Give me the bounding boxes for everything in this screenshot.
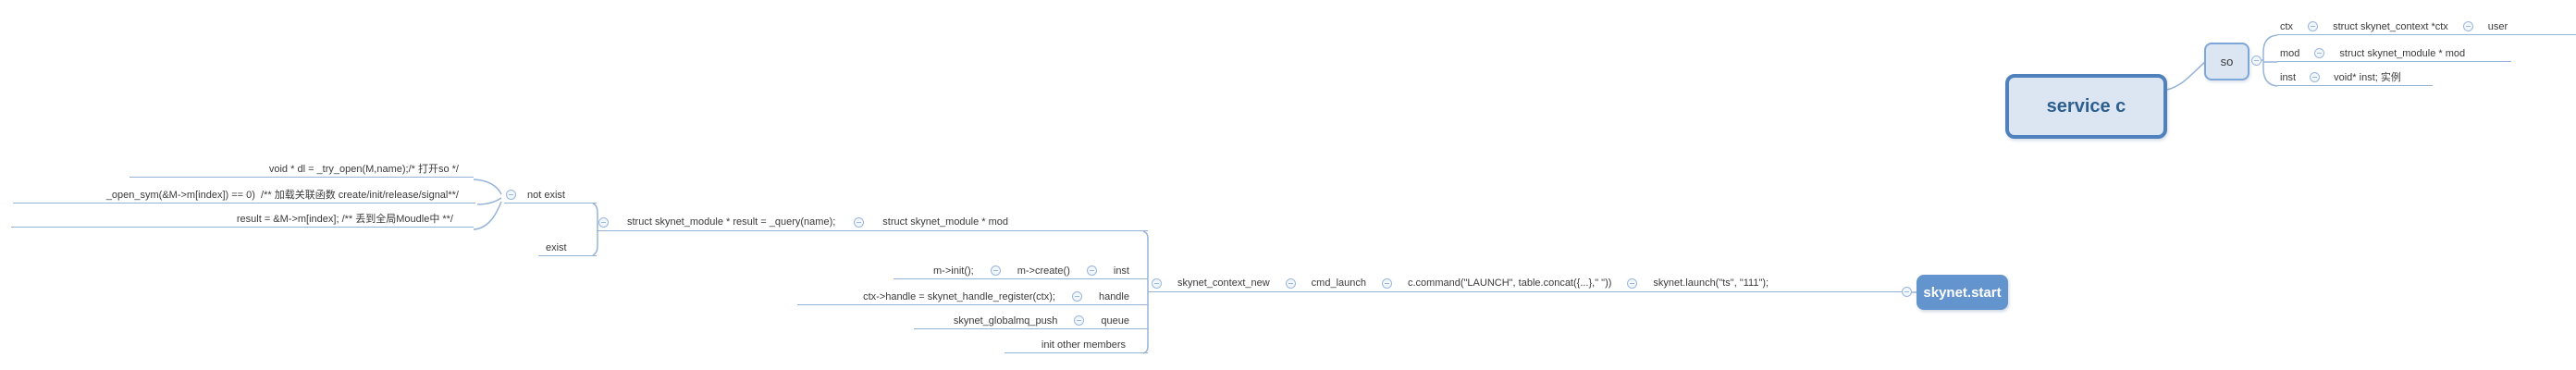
topic-row-queue: skynet_globalmq_push queue	[914, 313, 1148, 329]
topic-row-launch-chain: skynet_context_new cmd_launch c.command("L…	[1148, 275, 1903, 292]
collapse-minus-icon[interactable]	[2314, 48, 2325, 58]
topic-label[interactable]: exist	[546, 241, 567, 253]
topic-label[interactable]: m->init();	[933, 265, 974, 277]
topic-row-mod: mod struct skynet_module * mod	[2277, 45, 2511, 62]
collapse-minus-icon[interactable]	[1902, 287, 1912, 297]
topic-row-try-open: void * dl = _try_open(M,name);/* 打开so */	[129, 161, 474, 178]
topic-label[interactable]: m->create()	[1017, 265, 1070, 277]
topic-row-exist: exist	[538, 240, 597, 256]
topic-label[interactable]: init other members	[1041, 339, 1126, 351]
collapse-minus-icon[interactable]	[2308, 21, 2319, 31]
topic-so[interactable]: so	[2204, 43, 2249, 80]
topic-label[interactable]: void * dl = _try_open(M,name);/* 打开so */	[268, 163, 459, 175]
topic-label[interactable]: not exist	[527, 189, 565, 201]
topic-row-init-create-inst: m->init(); m->create() inst	[894, 263, 1148, 279]
topic-label[interactable]: cmd_launch	[1311, 278, 1366, 289]
collapse-minus-icon[interactable]	[990, 265, 1001, 276]
topic-label[interactable]: queue	[1101, 314, 1129, 327]
collapse-minus-icon[interactable]	[854, 216, 865, 228]
topic-label[interactable]: struct skynet_context *ctx	[2333, 20, 2448, 32]
topic-row-result: result = &M->m[index]; /** 丢到全局Moudle中 *…	[11, 211, 474, 228]
collapse-minus-icon[interactable]	[2462, 21, 2473, 31]
connector-service-to-so	[2166, 61, 2206, 91]
topic-label[interactable]: void* inst; 实例	[2334, 71, 2401, 83]
topic-row-init-other-members: init other members	[1005, 337, 1148, 353]
topic-label[interactable]: inst	[1113, 265, 1129, 277]
topic-row-ctx: ctx struct skynet_context *ctx user	[2277, 18, 2576, 35]
root-topic-skynet-start[interactable]: skynet.start	[1917, 275, 2008, 310]
collapse-minus-icon[interactable]	[506, 190, 516, 200]
collapse-minus-icon[interactable]	[2310, 72, 2321, 82]
collapse-minus-icon[interactable]	[1285, 278, 1296, 289]
topic-row-inst: inst void* inst; 实例	[2277, 69, 2433, 86]
topic-label[interactable]: handle	[1098, 290, 1129, 302]
topic-label[interactable]: skynet_context_new	[1177, 278, 1270, 289]
root-topic-service-c[interactable]: service c	[2005, 74, 2167, 139]
connector-notexist-brace-mid	[476, 197, 502, 205]
collapse-minus-icon[interactable]	[1382, 278, 1392, 289]
connector-notexist-brace-top	[473, 179, 502, 195]
collapse-minus-icon[interactable]	[1627, 278, 1638, 289]
topic-label[interactable]: struct skynet_module * result = _query(n…	[627, 216, 836, 228]
topic-label[interactable]: user	[2487, 20, 2508, 32]
collapse-minus-icon[interactable]	[2251, 56, 2262, 66]
connector-so-brace	[2262, 34, 2278, 87]
topic-label[interactable]: skynet_globalmq_push	[953, 314, 1058, 327]
collapse-minus-icon[interactable]	[1071, 291, 1082, 302]
topic-row-not-exist: not exist	[504, 187, 597, 204]
topic-row-open-sym: _open_sym(&M->m[index]) == 0) /** 加载关联函数…	[13, 187, 475, 204]
collapse-minus-icon[interactable]	[1086, 265, 1097, 276]
topic-label[interactable]: mod	[2280, 47, 2300, 59]
topic-label[interactable]: struct skynet_module * mod	[882, 216, 1009, 228]
topic-label[interactable]: ctx	[2280, 20, 2294, 32]
collapse-minus-icon[interactable]	[1074, 315, 1085, 326]
topic-label[interactable]: skynet.launch("ts", "111");	[1653, 278, 1769, 289]
topic-label[interactable]: c.command("LAUNCH", table.concat({...},"…	[1408, 278, 1612, 289]
collapse-minus-icon[interactable]	[598, 216, 609, 228]
topic-row-handle: ctx->handle = skynet_handle_register(ctx…	[797, 289, 1148, 305]
topic-label[interactable]: result = &M->m[index]; /** 丢到全局Moudle中 *…	[236, 213, 453, 225]
topic-label[interactable]: _open_sym(&M->m[index]) == 0) /** 加载关联函数…	[105, 189, 459, 201]
topic-label[interactable]: ctx->handle = skynet_handle_register(ctx…	[863, 290, 1055, 302]
topic-row-module-query: struct skynet_module * result = _query(n…	[597, 214, 1148, 231]
collapse-minus-icon[interactable]	[1152, 278, 1162, 289]
topic-label[interactable]: inst	[2280, 71, 2297, 83]
topic-label[interactable]: struct skynet_module * mod	[2339, 47, 2466, 59]
connector-notexist-brace-bottom	[473, 201, 502, 230]
